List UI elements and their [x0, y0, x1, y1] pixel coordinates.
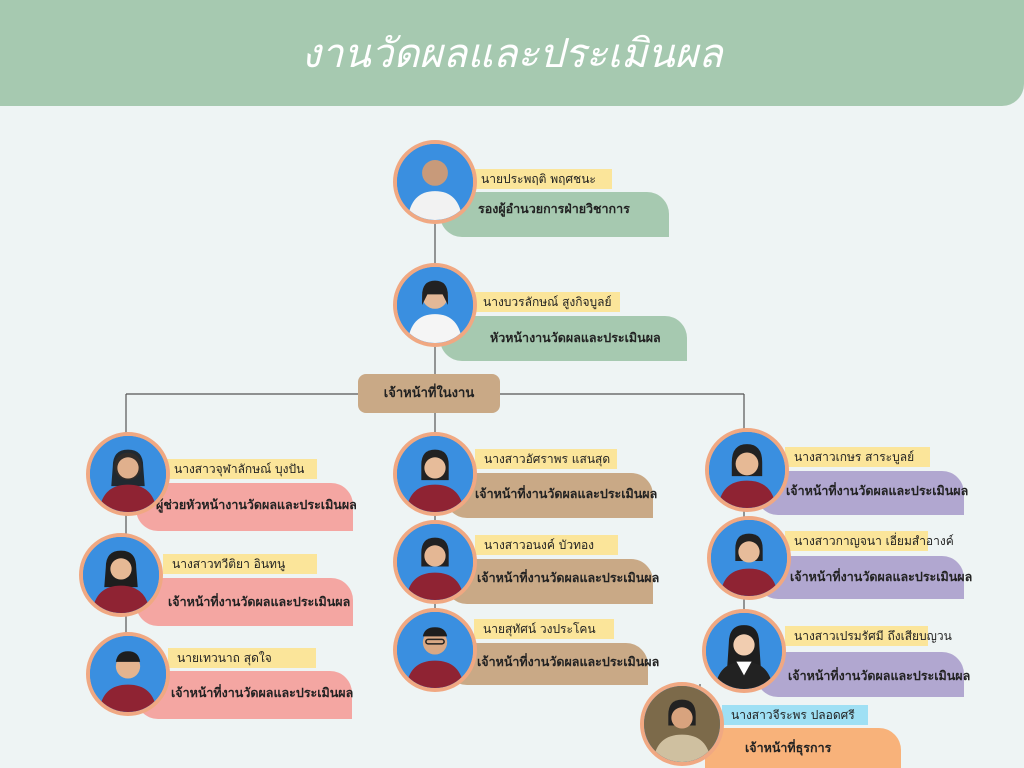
member-role: เจ้าหน้าที่งานวัดผลและประเมินผล	[136, 671, 353, 719]
member-role: เจ้าหน้าที่งานวัดผลและประเมินผล	[756, 652, 970, 697]
member-name: นางสาวเกษร สาระบูลย์	[785, 447, 930, 467]
member-name: นางบวรลักษณ์ สูงกิจบูลย์	[474, 292, 620, 312]
person-icon	[397, 267, 473, 343]
portrait-photo	[86, 632, 170, 716]
portrait-photo	[393, 432, 477, 516]
person-icon	[90, 636, 166, 712]
person-icon	[644, 686, 720, 762]
member-name: นางสาวกาญจนา เอี่ยมสำอางค์	[785, 531, 954, 551]
portrait-photo	[702, 609, 786, 693]
person-icon	[397, 436, 473, 512]
member-name: นางสาวทวีติยา อินทนู	[163, 554, 317, 574]
staff-group-label: เจ้าหน้าที่ในงาน	[358, 374, 500, 413]
member-role: เจ้าหน้าที่งานวัดผลและประเมินผล	[756, 471, 968, 515]
member-role: ผู้ช่วยหัวหน้างานวัดผลและประเมินผล	[136, 483, 357, 531]
portrait-photo	[393, 263, 477, 347]
member-name: นายประพฤติ พฤศชนะ	[472, 169, 612, 189]
member-role: เจ้าหน้าที่งานวัดผลและประเมินผล	[756, 556, 972, 599]
member-name: นางสาวเปรมรัศมี ถึงเสียบญวน	[785, 626, 952, 646]
person-icon	[397, 144, 473, 220]
person-icon	[90, 436, 166, 512]
member-role: เจ้าหน้าที่ธุรการ	[705, 728, 901, 768]
person-icon	[83, 537, 159, 613]
portrait-photo	[86, 432, 170, 516]
portrait-photo	[393, 140, 477, 224]
portrait-photo	[393, 608, 477, 692]
person-icon	[709, 432, 785, 508]
member-role: หัวหน้างานวัดผลและประเมินผล	[440, 316, 687, 361]
member-role: เจ้าหน้าที่งานวัดผลและประเมินผล	[445, 643, 659, 685]
portrait-photo	[707, 516, 791, 600]
member-role: เจ้าหน้าที่งานวัดผลและประเมินผล	[136, 578, 353, 626]
member-name: นางสาวจีระพร ปลอดศรี	[722, 705, 868, 725]
member-name: นางสาวอัศราพร แสนสุด	[475, 449, 617, 469]
member-name: นางสาวอนงค์ บัวทอง	[475, 535, 618, 555]
member-name: นายเทวนาถ สุดใจ	[168, 648, 316, 668]
page-title: งานวัดผลและประเมินผล	[301, 31, 723, 77]
member-role: เจ้าหน้าที่งานวัดผลและประเมินผล	[445, 559, 659, 604]
person-icon	[397, 612, 473, 688]
person-icon	[711, 520, 787, 596]
person-icon	[706, 613, 782, 689]
member-name: นางสาวจุฬาลักษณ์ บุงปัน	[165, 459, 317, 479]
member-role: รองผู้อำนวยการฝ่ายวิชาการ	[440, 192, 669, 237]
person-icon	[397, 524, 473, 600]
portrait-photo	[393, 520, 477, 604]
member-name: นายสุทัศน์ วงประโคน	[474, 619, 614, 639]
header-banner: งานวัดผลและประเมินผล	[0, 0, 1024, 106]
member-role: เจ้าหน้าที่งานวัดผลและประเมินผล	[445, 473, 657, 518]
portrait-photo	[705, 428, 789, 512]
portrait-photo	[640, 682, 724, 766]
portrait-photo	[79, 533, 163, 617]
